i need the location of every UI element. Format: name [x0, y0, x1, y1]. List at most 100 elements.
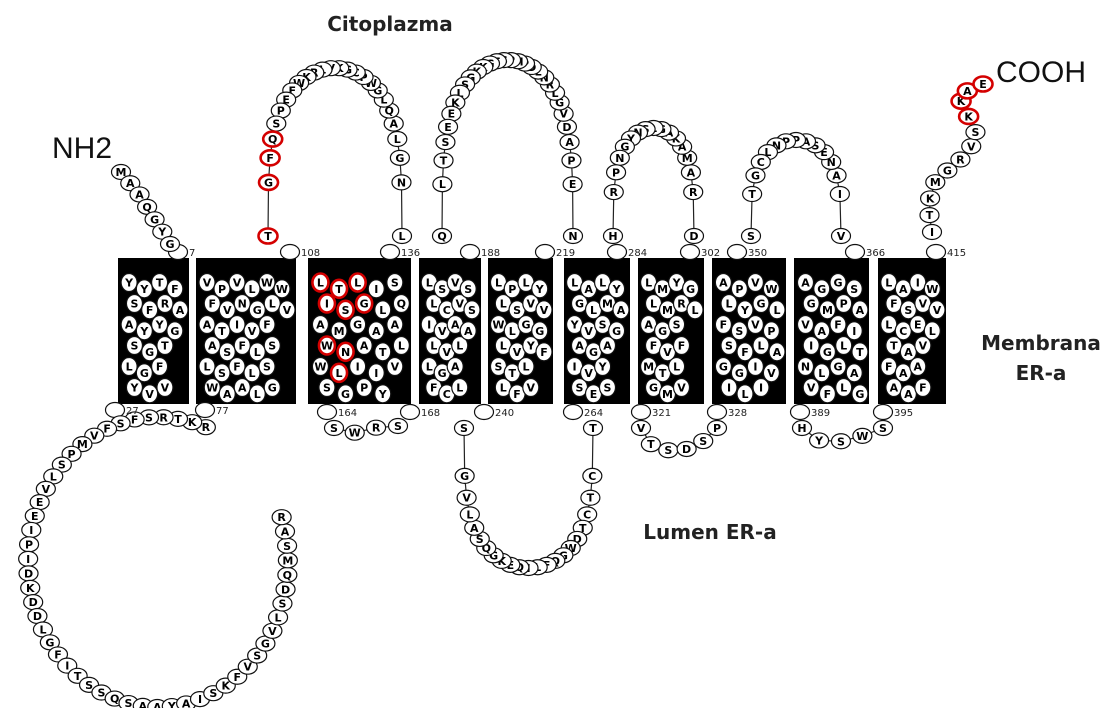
- loop-1-residue: R: [272, 510, 291, 525]
- svg-text:L: L: [269, 298, 276, 311]
- helix-5-residue: Y: [532, 280, 548, 298]
- svg-text:R: R: [202, 421, 211, 434]
- svg-text:P: P: [25, 538, 33, 551]
- cytoplasm-label: Citoplazma: [300, 12, 480, 36]
- helix-2-residue: F: [229, 358, 245, 376]
- svg-text:E: E: [31, 510, 39, 523]
- svg-text:T: T: [589, 422, 597, 435]
- svg-text:L: L: [336, 367, 343, 380]
- helix-3-residue: W: [312, 358, 328, 376]
- svg-text:W: W: [926, 283, 938, 296]
- svg-text:A: A: [565, 136, 574, 149]
- svg-text:N: N: [397, 176, 406, 189]
- helix-1-residue: T: [157, 337, 173, 355]
- svg-text:E: E: [590, 388, 598, 401]
- svg-text:T: T: [264, 230, 272, 243]
- svg-text:I: I: [374, 367, 378, 380]
- svg-text:S: S: [323, 382, 331, 395]
- loop-6-residue: A: [681, 165, 700, 180]
- svg-text:S: S: [604, 382, 612, 395]
- helix-1-residue: S: [126, 295, 142, 313]
- svg-text:A: A: [153, 701, 162, 708]
- svg-text:Y: Y: [535, 283, 545, 296]
- svg-text:P: P: [735, 283, 743, 296]
- helix-1-residue: Y: [152, 316, 168, 334]
- position-marker-residue: [874, 405, 893, 420]
- c-term-residue: K: [959, 109, 978, 124]
- loop-5-residue: T: [584, 421, 603, 436]
- loop-8-residue: V: [832, 229, 851, 244]
- helix-9-residue: G: [830, 358, 846, 376]
- svg-text:S: S: [725, 340, 733, 353]
- svg-text:S: S: [468, 304, 476, 317]
- helix-6-residue: Y: [609, 280, 625, 298]
- loop-5-residue: L: [460, 507, 479, 522]
- svg-text:S: S: [223, 346, 231, 359]
- svg-text:G: G: [589, 346, 598, 359]
- position-number: 219: [556, 248, 575, 259]
- svg-text:A: A: [451, 319, 460, 332]
- svg-text:S: S: [145, 411, 153, 424]
- helix-2-residue: P: [214, 280, 230, 298]
- loop-1-residue: L: [269, 610, 288, 625]
- helix-10-residue: A: [895, 280, 911, 298]
- svg-text:I: I: [930, 226, 934, 239]
- position-number: 350: [748, 248, 767, 259]
- helix-3-residue: A: [312, 316, 328, 334]
- loop-7-residue: S: [659, 443, 678, 458]
- helix-10-residue: L: [881, 316, 897, 334]
- helix-1-residue: Y: [126, 379, 142, 397]
- loop-2-residue: L: [388, 132, 407, 147]
- svg-text:G: G: [823, 346, 832, 359]
- svg-text:V: V: [203, 277, 212, 290]
- svg-text:I: I: [838, 188, 842, 201]
- helix-3-residue: L: [350, 274, 366, 292]
- position-marker-residue: [564, 405, 583, 420]
- svg-text:S: S: [278, 598, 286, 611]
- svg-text:L: L: [599, 277, 606, 290]
- svg-text:T: T: [440, 154, 448, 167]
- membrane-label-line2: ER-a: [966, 358, 1112, 388]
- svg-text:L: L: [379, 304, 386, 317]
- svg-text:F: F: [890, 298, 898, 311]
- svg-text:V: V: [442, 346, 451, 359]
- svg-text:S: S: [209, 687, 217, 700]
- svg-text:L: L: [439, 178, 446, 191]
- svg-text:A: A: [890, 382, 899, 395]
- svg-text:W: W: [206, 382, 218, 395]
- svg-text:K: K: [964, 110, 973, 123]
- svg-text:S: S: [283, 540, 291, 553]
- svg-text:S: S: [837, 435, 845, 448]
- svg-text:V: V: [462, 492, 471, 505]
- svg-text:C: C: [583, 508, 591, 521]
- loop-1-residue: D: [28, 609, 47, 624]
- helix-6-residue: S: [600, 379, 616, 397]
- svg-text:A: A: [817, 325, 826, 338]
- svg-text:L: L: [929, 325, 936, 338]
- svg-text:L: L: [725, 298, 732, 311]
- helix-3-residue: A: [356, 337, 372, 355]
- svg-text:V: V: [283, 304, 292, 317]
- svg-text:Y: Y: [129, 382, 139, 395]
- loop-7-residue: P: [708, 421, 727, 436]
- helix-10-residue: F: [915, 379, 931, 397]
- helix-2-residue: L: [249, 385, 265, 403]
- svg-text:V: V: [527, 298, 536, 311]
- helix-2-residue: A: [199, 316, 215, 334]
- loop-1-residue: E: [25, 508, 44, 523]
- helix-10-residue: F: [881, 358, 897, 376]
- helix-10-residue: A: [895, 364, 911, 382]
- loop-2-residue: L: [393, 229, 412, 244]
- loop-5-residue: A: [465, 520, 484, 535]
- svg-text:S: S: [904, 304, 912, 317]
- loop-9-residue: H: [793, 421, 812, 436]
- svg-text:T: T: [379, 346, 387, 359]
- loop-1-residue: K: [21, 580, 40, 595]
- helix-1-residue: V: [157, 379, 173, 397]
- svg-text:G: G: [686, 283, 695, 296]
- svg-text:Q: Q: [110, 693, 119, 706]
- position-number: 284: [628, 248, 647, 259]
- helix-3-residue: S: [319, 379, 335, 397]
- svg-text:D: D: [562, 121, 571, 134]
- helix-1-residue: A: [121, 316, 137, 334]
